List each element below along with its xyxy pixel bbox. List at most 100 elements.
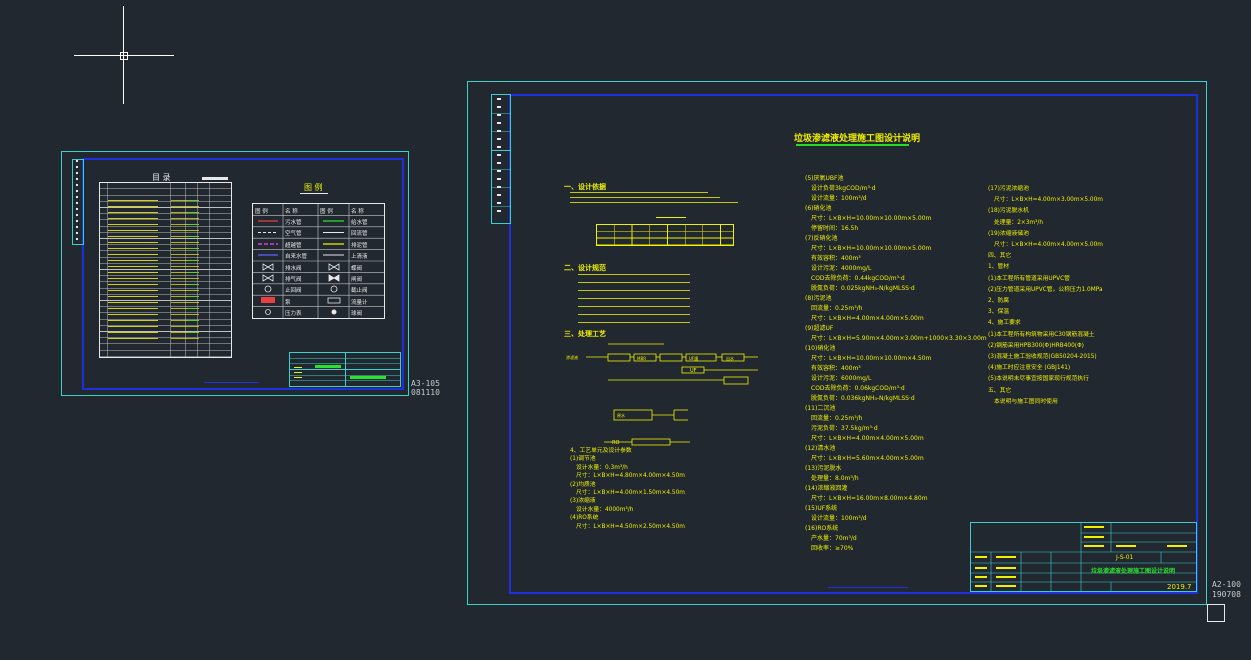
spec-line: 设计水量：4000m³/h (576, 506, 634, 513)
spec-line: 脱氮负荷：0.025kgNH₃-N/kgMLSS·d (811, 285, 915, 292)
legend-cell: 上清液 (351, 254, 368, 261)
legend-cell: 回流管 (351, 231, 368, 238)
flow-label-leachate: 渗滤液 (566, 354, 578, 360)
catalog-title: 目 录 (152, 173, 171, 182)
legend-cell: 闸阀 (351, 276, 363, 283)
spec-line: (1)本工程所有管道采用UPVC管 (988, 275, 1070, 282)
spec-line: (2)钢筋采用HPB300(Φ)HRB400(Φ) (988, 342, 1084, 349)
spec-line: (14)浓缩液回灌 (805, 485, 848, 492)
spec-line: 脱氮负荷：0.036kgNH₃-N/kgMLSS·d (811, 395, 915, 402)
spec-line: 产水量：70m³/d (811, 535, 857, 542)
spec-line: 2、防腐 (988, 298, 1010, 304)
inflow-table (596, 224, 734, 246)
spec-line: (7)反硝化池 (805, 235, 838, 242)
spec-line: (2)压力管道采用UPVC管，公称压力1.0MPa (988, 286, 1103, 293)
spec-line: (5)本说明未尽事宜按国家现行规范执行 (988, 376, 1089, 383)
process-flow-diagram: UF RO MBR UF膜 出水 渗滤液 原水 (566, 343, 758, 446)
column-1: 一、设计依据 二、设计规范 三、处理工艺 (564, 178, 764, 558)
binding-strip (72, 159, 84, 245)
legend-cell: 给水管 (351, 219, 368, 226)
flow-label-mbr: MBR (637, 356, 646, 361)
legend-cell: 泵 (285, 299, 291, 306)
legend-cell: 超越管 (285, 242, 302, 249)
spec-line: (4)施工时应注意安全 (GBJ141) (988, 365, 1071, 372)
legend-cell: 自来水管 (285, 254, 308, 261)
legend-cell: 空气管 (285, 231, 302, 238)
legend-title: 图 例 (304, 183, 323, 192)
legend-cell: 排水阀 (285, 265, 302, 272)
spec-line: 尺寸：L×B×H=10.00m×10.00m×5.00m (811, 215, 932, 222)
spec-line: (12)清水池 (805, 445, 836, 452)
spec-line: 设计水量：0.3m³/h (576, 464, 628, 471)
title-block-small (289, 352, 401, 387)
spec-line: 处理量：8.0m³/h (811, 475, 859, 482)
flow-label-effluent: 出水 (726, 355, 734, 361)
spec-line: 设计污泥：6000mg/L (811, 375, 872, 382)
spec-line: 设计流量：100m³/d (811, 195, 867, 202)
spec-line: (16)RO系统 (805, 525, 839, 532)
spec-line: 五、其它 (988, 387, 1012, 394)
spec-line: (1)本工程所有构筑物采用C30钢筋混凝土 (988, 331, 1095, 338)
legend-cell: 蝶阀 (351, 265, 363, 272)
spec-line: 尺寸：L×B×H=4.00m×4.00m×5.00m (811, 435, 924, 442)
spec-line: 尺寸：L×B×H=4.80m×4.00m×4.50m (576, 473, 685, 480)
drawing-sheet-main[interactable]: 垃圾渗滤液处理施工图设计说明 一、设计依据 二、设计规范 三、处理工艺 (467, 81, 1207, 605)
spec-line: 本说明与施工图同时使用 (994, 398, 1058, 405)
titleblock-date: 2019.7 (1167, 583, 1192, 591)
flow-label-ro: RO (612, 440, 619, 446)
spec-line: 尺寸：L×B×H=4.00m×1.50m×4.50m (576, 490, 685, 496)
spec-line: (17)污泥浓缩池 (988, 186, 1029, 192)
spec-line: 尺寸：L×B×H=4.00m×4.00m×5.00m (811, 315, 924, 322)
spec-line: (2)均质池 (570, 481, 596, 488)
spec-line: 尺寸：L×B×H=16.00m×8.00m×4.80m (811, 495, 928, 502)
sheet-inner-border (82, 158, 404, 390)
spec-line: 回流量：0.25m³/h (811, 415, 863, 422)
spec-line: 尺寸：L×B×H=5.60m×4.00m×5.00m (811, 455, 924, 462)
legend-cell: 排泥管 (351, 242, 368, 249)
spec-line: (15)UF系统 (805, 505, 838, 512)
spec-line: 回收率：≥70% (811, 545, 854, 552)
legend-cell: 止回阀 (285, 288, 302, 295)
spec-line: 四、其它 (988, 253, 1012, 260)
legend-cell: 名 称 (285, 208, 298, 215)
legend-grid (253, 204, 384, 318)
spec-line: (6)硝化池 (805, 205, 832, 212)
binding-strip-main (491, 94, 511, 224)
spec-line: COD去除负荷：0.06kgCOD/m³·d (811, 385, 905, 392)
legend-cell: 流量计 (351, 299, 368, 306)
spec-line: (3)混凝土施工验收规范(GB50204-2015) (988, 354, 1097, 360)
spec-line: 设计负荷3kgCOD/m³·d (811, 185, 876, 192)
spec-line: (11)二沉池 (805, 405, 836, 412)
spec-line: 污泥负荷：37.5kg/m³·d (811, 425, 878, 432)
spec-line: 尺寸：L×B×H=4.00m×4.00m×5.00m (994, 242, 1103, 248)
spec-line: 尺寸：L×B×H=10.00m×10.00m×5.00m (811, 245, 932, 252)
spec-line: (13)污泥脱水 (805, 465, 842, 472)
col1-heading-1: 一、设计依据 (564, 183, 606, 191)
spec-line: 尺寸：L×B×H=4.50m×2.50m×4.50m (576, 523, 685, 530)
legend-cell: 球阀 (351, 311, 363, 318)
spec-line: 设计污泥：4000mg/L (811, 265, 872, 272)
title-underline (796, 144, 909, 146)
legend-cell: 排气阀 (285, 276, 302, 283)
spec-line: COD去除负荷：0.44kgCOD/m³·d (811, 275, 905, 282)
spec-line: 4、施工要求 (988, 320, 1021, 327)
spec-line: (1)调节池 (570, 456, 596, 463)
sheet1-corner-label-2: 081110 (411, 388, 440, 397)
spec-line: 回流量：0.25m³/h (811, 305, 863, 312)
spec-line: 尺寸：L×B×H=10.00m×10.00m×4.50m (811, 355, 932, 362)
sheet1-corner-label-1: A3-105 (411, 379, 440, 388)
spec-line: (3)浓缩液 (570, 498, 596, 505)
titleblock-drawing-code: J-S-01 (1116, 554, 1134, 561)
spec-line: (18)污泥脱水机 (988, 208, 1029, 215)
spec-line: 尺寸：L×B×H=5.90m×4.00m×3.00m+1000×3.30×3.0… (811, 335, 987, 342)
col1-heading-3: 三、处理工艺 (564, 330, 606, 338)
drawing-sheet-small[interactable]: 目 录 图 例 (61, 151, 409, 396)
spec-line: 有效容积：400m³ (811, 365, 861, 372)
spec-line: (19)浓缩液储池 (988, 230, 1029, 237)
sheet2-corner-label-2: 190708 (1212, 590, 1241, 599)
legend-cell: 截止阀 (351, 288, 368, 295)
main-title: 垃圾渗滤液处理施工图设计说明 (794, 134, 921, 144)
flow-label-uf: UF (690, 368, 697, 374)
legend-cell: 图 例 (320, 208, 333, 215)
